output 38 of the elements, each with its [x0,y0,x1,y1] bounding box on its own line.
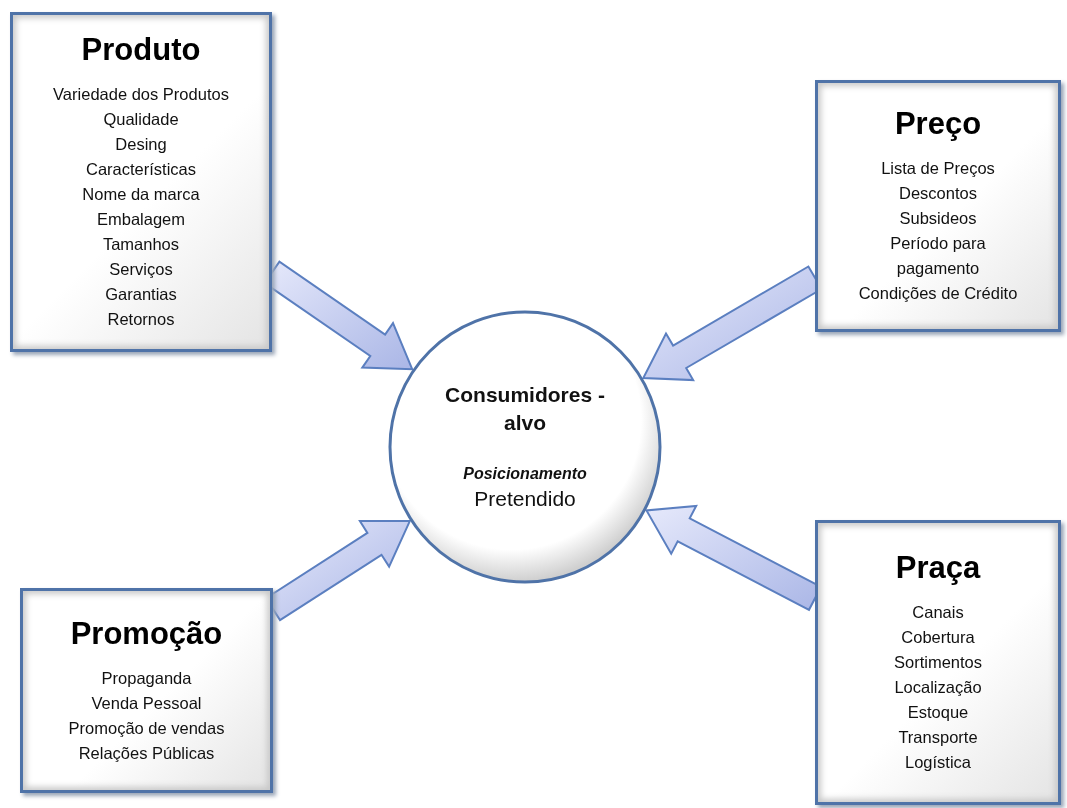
mix-box [10,12,272,352]
list-item: Cobertura [901,627,975,648]
list-item: Condições de Crédito [858,283,1018,304]
list-item: Período para pagamento [889,233,987,279]
list-item: Canais [912,602,964,623]
list-item: Sortimentos [893,652,982,673]
box-heading: Promoção [70,615,223,652]
list-item: Venda Pessoal [91,692,202,714]
mix-box [20,588,273,793]
list-item: Tamanhos [102,234,180,255]
list-item: Qualidade [103,109,179,130]
list-item: Variedade dos Produtos [53,84,229,105]
list-item: Localização [894,677,982,698]
list-item: Estoque [907,702,969,723]
list-item: Promoção de vendas [68,717,225,739]
list-item: Serviços [109,259,173,280]
circle-text: Pretendido [474,485,576,512]
list-item: Retornos [107,309,175,330]
list-item: Lista de Preços [881,158,995,179]
target-circle [388,310,662,584]
list-item: Nome da marca [82,184,200,205]
list-item: Desing [115,134,167,155]
box-heading: Preço [894,106,982,142]
box-heading: Produto [81,32,201,68]
list-item: Embalagem [96,209,185,230]
list-item: Relações Públicas [78,742,215,764]
list-item: Subsideos [899,208,977,229]
list-item: Transporte [898,727,978,748]
circle-text: Posicionamento [463,464,587,485]
box-heading: Praça [895,550,981,586]
list-item: Características [86,159,196,180]
list-item: Logística [904,752,971,773]
list-item: Descontos [899,183,977,204]
list-item: Garantias [105,284,177,305]
circle-text: Consumidores -alvo [444,381,606,437]
mix-box [815,520,1061,805]
mix-box [815,80,1061,332]
list-item: Propaganda [101,667,192,689]
